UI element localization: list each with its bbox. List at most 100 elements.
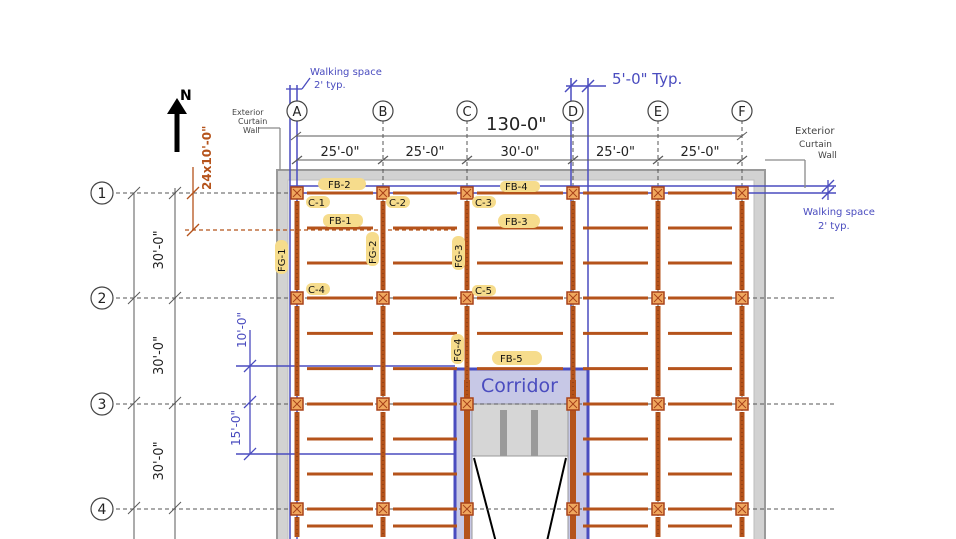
column-x-mark — [292, 399, 302, 409]
exterior-wall-left-line1: Exterior — [232, 108, 264, 117]
exterior-wall-right-line3: Wall — [818, 151, 837, 161]
grid-bubble-D — [562, 100, 584, 122]
column-x-mark — [737, 504, 747, 514]
row-grid-bubbles: 1 2 3 4 — [90, 181, 114, 521]
walking-space-top-leader — [286, 77, 311, 90]
tag-c-1: C-1 — [308, 198, 325, 209]
corridor-label: Corridor — [481, 375, 558, 397]
grid-bubble-F — [731, 100, 753, 122]
column-x-mark — [737, 399, 747, 409]
tag-fb-4: FB-4 — [505, 182, 528, 193]
bay-tick — [377, 155, 389, 165]
beam-spacing-dimension — [185, 167, 455, 237]
tag-c-4: C-4 — [308, 285, 325, 296]
tag-fb-3: FB-3 — [505, 217, 528, 228]
walking-space-top-line2: 2' typ. — [314, 80, 346, 91]
row-bubble-label-3: 3 — [98, 397, 107, 413]
grid-bubble-C — [456, 100, 478, 122]
column-x-mark — [462, 188, 472, 198]
column-x-mark — [568, 293, 578, 303]
infill-beams — [307, 191, 732, 539]
overall-dimension: 130-0" — [486, 114, 547, 135]
row-bubble-4 — [90, 497, 114, 521]
row-bubble-label-1: 1 — [98, 186, 107, 202]
exterior-wall-right-line2: Curtain — [799, 140, 832, 150]
dim-5-typ: 5'-0" Typ. — [612, 70, 682, 88]
column-x-mark — [292, 504, 302, 514]
tag-fg-3: FG-3 — [454, 245, 465, 268]
row-dimension-2: 30'-0" — [152, 336, 167, 375]
column-grid-bubbles: A B C D E F — [286, 100, 753, 122]
bay-tick — [652, 155, 664, 165]
bay-tick — [567, 155, 579, 165]
column-x-mark — [378, 293, 388, 303]
bay-tick — [736, 155, 748, 165]
grid-bubble-label-B: B — [379, 105, 388, 120]
bay-dimension-5: 25'-0" — [680, 145, 719, 160]
column-x-mark — [568, 399, 578, 409]
grid-bubble-label-E: E — [654, 105, 662, 120]
tag-fg-1: FG-1 — [277, 249, 288, 272]
typical-dimension — [564, 79, 606, 93]
north-arrow-icon: N — [167, 88, 192, 152]
grid-bubble-B — [372, 100, 394, 122]
column-x-mark — [653, 399, 663, 409]
bay-tick — [291, 155, 303, 165]
girders — [294, 201, 745, 537]
bay-dimensions: 25'-0"25'-0"30'-0"25'-0"25'-0" — [320, 145, 719, 160]
grid-bubble-E — [647, 100, 669, 122]
grid-bubble-label-D: D — [568, 105, 578, 120]
column-x-mark — [462, 293, 472, 303]
column-x-mark — [378, 399, 388, 409]
column-x-mark — [462, 399, 472, 409]
tag-fb-2: FB-2 — [328, 180, 351, 191]
column-x-mark — [292, 188, 302, 198]
column-x-mark — [568, 188, 578, 198]
tag-fg-2: FG-2 — [368, 241, 379, 264]
tag-fg-4: FG-4 — [453, 339, 464, 362]
row-bubble-label-4: 4 — [98, 502, 107, 518]
exterior-wall-right-leader — [765, 159, 806, 188]
column-x-mark — [292, 293, 302, 303]
tag-fb-1: FB-1 — [329, 216, 352, 227]
bay-tick — [461, 155, 473, 165]
grid-bubble-A — [286, 100, 308, 122]
bay-dimension-1: 25'-0" — [320, 145, 359, 160]
walking-space-right-line2: 2' typ. — [818, 221, 850, 232]
column-x-mark — [653, 188, 663, 198]
corridor: Corridor — [453, 367, 590, 539]
tag-c-3: C-3 — [475, 198, 492, 209]
exterior-wall-left-line3: Wall — [243, 126, 260, 135]
walking-space-top-line1: Walking space — [310, 67, 382, 78]
bay-dimension-2: 25'-0" — [405, 145, 444, 160]
column-x-mark — [378, 504, 388, 514]
tag-fb-5: FB-5 — [500, 354, 523, 365]
row-dimension-3: 30'-0" — [152, 441, 167, 480]
row-dimensions: 30'-0" 30'-0" 30'-0" — [152, 230, 167, 480]
column-x-mark — [737, 188, 747, 198]
grid-bubble-label-C: C — [462, 105, 471, 120]
bay-dimension-4: 25'-0" — [596, 145, 635, 160]
grid-bubble-label-A: A — [293, 105, 302, 120]
column-x-mark — [462, 504, 472, 514]
grid-bubble-label-F: F — [738, 105, 745, 120]
dim-10-ft: 10'-0" — [235, 312, 249, 348]
column-x-mark — [378, 188, 388, 198]
dim-24x10: 24x10'-0" — [200, 126, 214, 190]
exterior-wall-left-leader — [258, 127, 281, 170]
column-x-mark — [568, 504, 578, 514]
walking-space-right-leader — [821, 179, 835, 200]
row-bubble-1 — [90, 181, 114, 205]
row-bubble-label-2: 2 — [98, 291, 107, 307]
row-bubble-2 — [90, 286, 114, 310]
exterior-wall-left-line2: Curtain — [238, 117, 267, 126]
exterior-wall-right-line1: Exterior — [795, 126, 835, 137]
left-dimensions — [127, 186, 182, 539]
column-x-mark — [653, 293, 663, 303]
row-dimension-1: 30'-0" — [152, 230, 167, 269]
tag-c-2: C-2 — [389, 198, 406, 209]
row-bubble-3 — [90, 392, 114, 416]
tag-c-5: C-5 — [475, 286, 492, 297]
tag-highlights — [275, 178, 542, 365]
